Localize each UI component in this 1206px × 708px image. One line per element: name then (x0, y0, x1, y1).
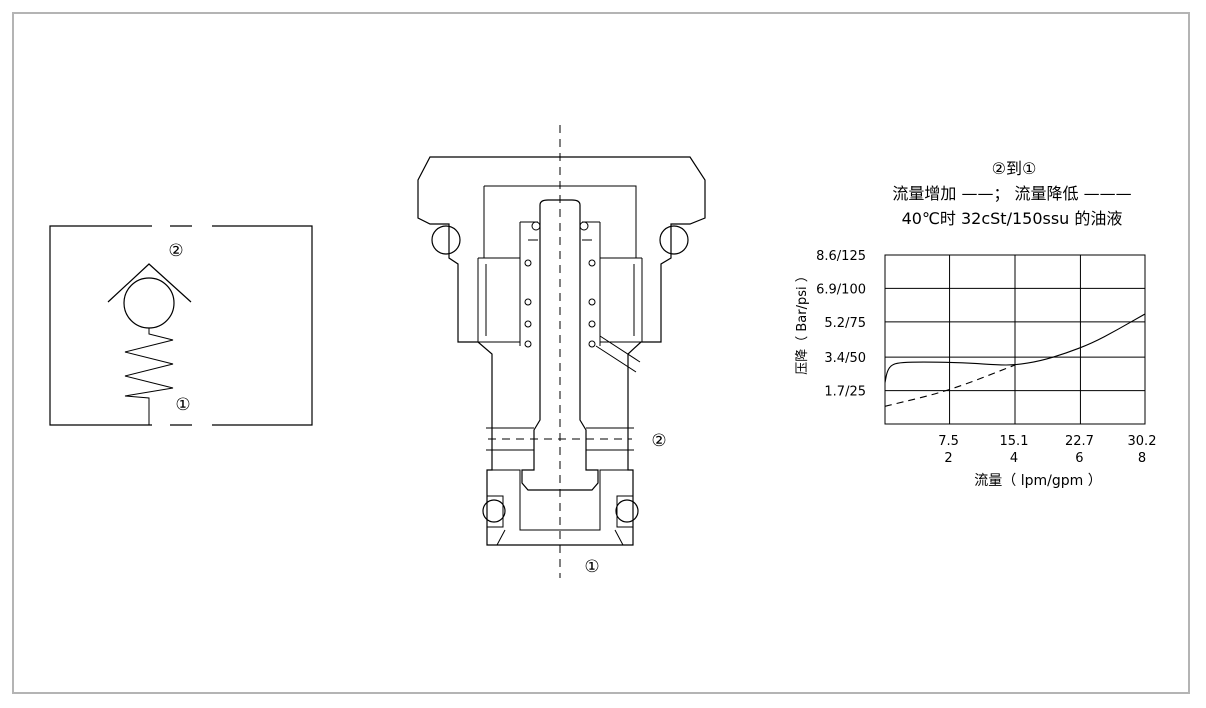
pin-right-top (579, 221, 589, 231)
check-valve-symbol: ② ① (49, 225, 313, 426)
x-tick-label-lpm: 7.5 (938, 434, 959, 449)
pin-left-top (531, 221, 541, 231)
x-tick-label-gpm: 4 (1010, 451, 1018, 466)
y-tick-label: 1.7/25 (824, 385, 866, 400)
symbol-ball (123, 277, 175, 329)
poppet-stem (521, 199, 599, 491)
x-axis-label: 流量（ lpm/gpm ） (974, 473, 1101, 489)
x-tick-label-gpm: 8 (1138, 451, 1146, 466)
diagonal-passage (595, 335, 641, 373)
series-line-decreasing (884, 364, 1016, 407)
lower-step (492, 469, 628, 546)
cross-drill (486, 427, 634, 451)
y-tick-label: 5.2/75 (824, 316, 866, 331)
x-tick-label-lpm: 15.1 (1000, 434, 1029, 449)
x-tick-labels: 7.5 2 15.1 4 22.7 6 30.2 8 (938, 434, 1156, 466)
lower-groove (487, 495, 633, 528)
valve-cross-section: ② ① (417, 125, 706, 578)
upper-oring-left (431, 225, 461, 255)
chart-grid (884, 254, 1146, 425)
figure-frame (12, 12, 1190, 694)
y-tick-labels: 1.7/25 3.4/50 5.2/75 6.9/100 8.6/125 (816, 249, 866, 400)
x-tick-label-gpm: 6 (1075, 451, 1083, 466)
section-port1-label: ① (584, 557, 599, 577)
y-tick-label: 3.4/50 (824, 351, 866, 366)
spring-coils (524, 259, 596, 348)
seat-steps (477, 257, 643, 343)
hex-head (417, 156, 706, 546)
x-tick-label-lpm: 22.7 (1065, 434, 1094, 449)
y-tick-label: 8.6/125 (816, 249, 866, 264)
y-axis-label: 压降（ Bar/psi ） (795, 269, 810, 375)
series-line-increasing (884, 313, 1146, 383)
x-tick-label-lpm: 30.2 (1128, 434, 1157, 449)
y-tick-label: 6.9/100 (816, 282, 866, 297)
symbol-left-bracket (49, 225, 152, 426)
symbol-seat-vee (107, 263, 192, 303)
section-port2-label: ② (651, 431, 666, 451)
symbol-right-bracket (212, 225, 313, 426)
symbol-port2-label: ② (168, 241, 183, 261)
upper-oring-right (659, 225, 689, 255)
lower-oring-right (615, 499, 639, 523)
spring-cage (519, 221, 601, 346)
chart-series (884, 313, 1146, 407)
symbol-port1-label: ① (175, 395, 190, 415)
lower-oring-left (482, 499, 506, 523)
symbol-spring (124, 328, 174, 425)
chart-title-line-2: 流量增加 ——； 流量降低 ——— (892, 184, 1131, 203)
x-tick-label-gpm: 2 (944, 451, 952, 466)
pressure-drop-chart: ②到① 流量增加 ——； 流量降低 ——— 40℃时 32cSt/150ssu … (795, 159, 1156, 489)
chart-title-line-1: ②到① (992, 159, 1037, 178)
chart-title-line-3: 40℃时 32cSt/150ssu 的油液 (902, 209, 1123, 228)
body-cavity (483, 185, 637, 258)
